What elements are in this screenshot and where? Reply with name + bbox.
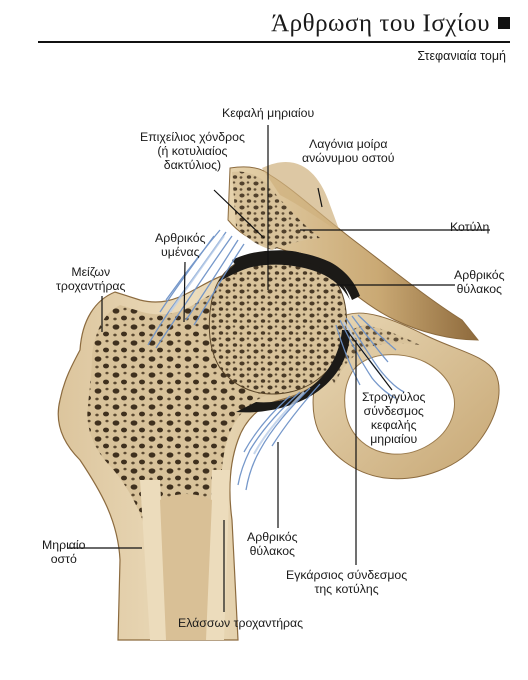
ilium-shading [262,161,340,232]
label-femur: Μηριαίο οστό [42,538,86,566]
label-labrum: Επιχείλιος χόνδρος (ή κοτυλιαίος δακτύλι… [140,130,245,172]
acetabular-cartilage [232,250,360,300]
leader-round-ligament [347,331,393,391]
page-title: Άρθρωση του Ισχίου [271,10,510,38]
leader-lines [68,125,490,612]
page-subtitle: Στεφανιαία τομή [417,49,506,63]
label-greater-trochanter: Μείζων τροχαντήρας [56,265,126,293]
leader-ilium [317,187,323,208]
label-capsule-lower: Αρθρικός θύλακος [247,530,298,558]
leader-labrum [213,189,265,239]
obturator-opening [344,354,455,455]
title-rule [38,41,510,43]
label-capsule-upper: Αρθρικός θύλακος [454,268,505,296]
label-acetabulum: Κοτύλη [450,220,490,234]
label-femoral-head: Κεφαλή μηριαίου [222,106,315,120]
leader-synovial-membrane [183,261,186,323]
pelvis-spongy-bone [232,171,320,250]
articular-cartilage-lower [236,330,350,413]
label-transverse-ligament: Εγκάρσιος σύνδεσμος της κοτύλης [286,568,408,596]
label-round-ligament: Στρογγύλος σύνδεσμος κεφαλής μηριαίου [362,390,426,446]
title-text: Άρθρωση του Ισχίου [271,10,490,37]
title-square-mark [498,17,510,29]
label-synovial-membrane: Αρθρικός υμένας [155,231,206,259]
label-ilium: Λαγόνια μοίρα ανώνυμου οστού [302,137,395,165]
medullary-canal [160,494,212,640]
label-lesser-trochanter: Ελάσσων τροχαντήρας [178,616,304,630]
